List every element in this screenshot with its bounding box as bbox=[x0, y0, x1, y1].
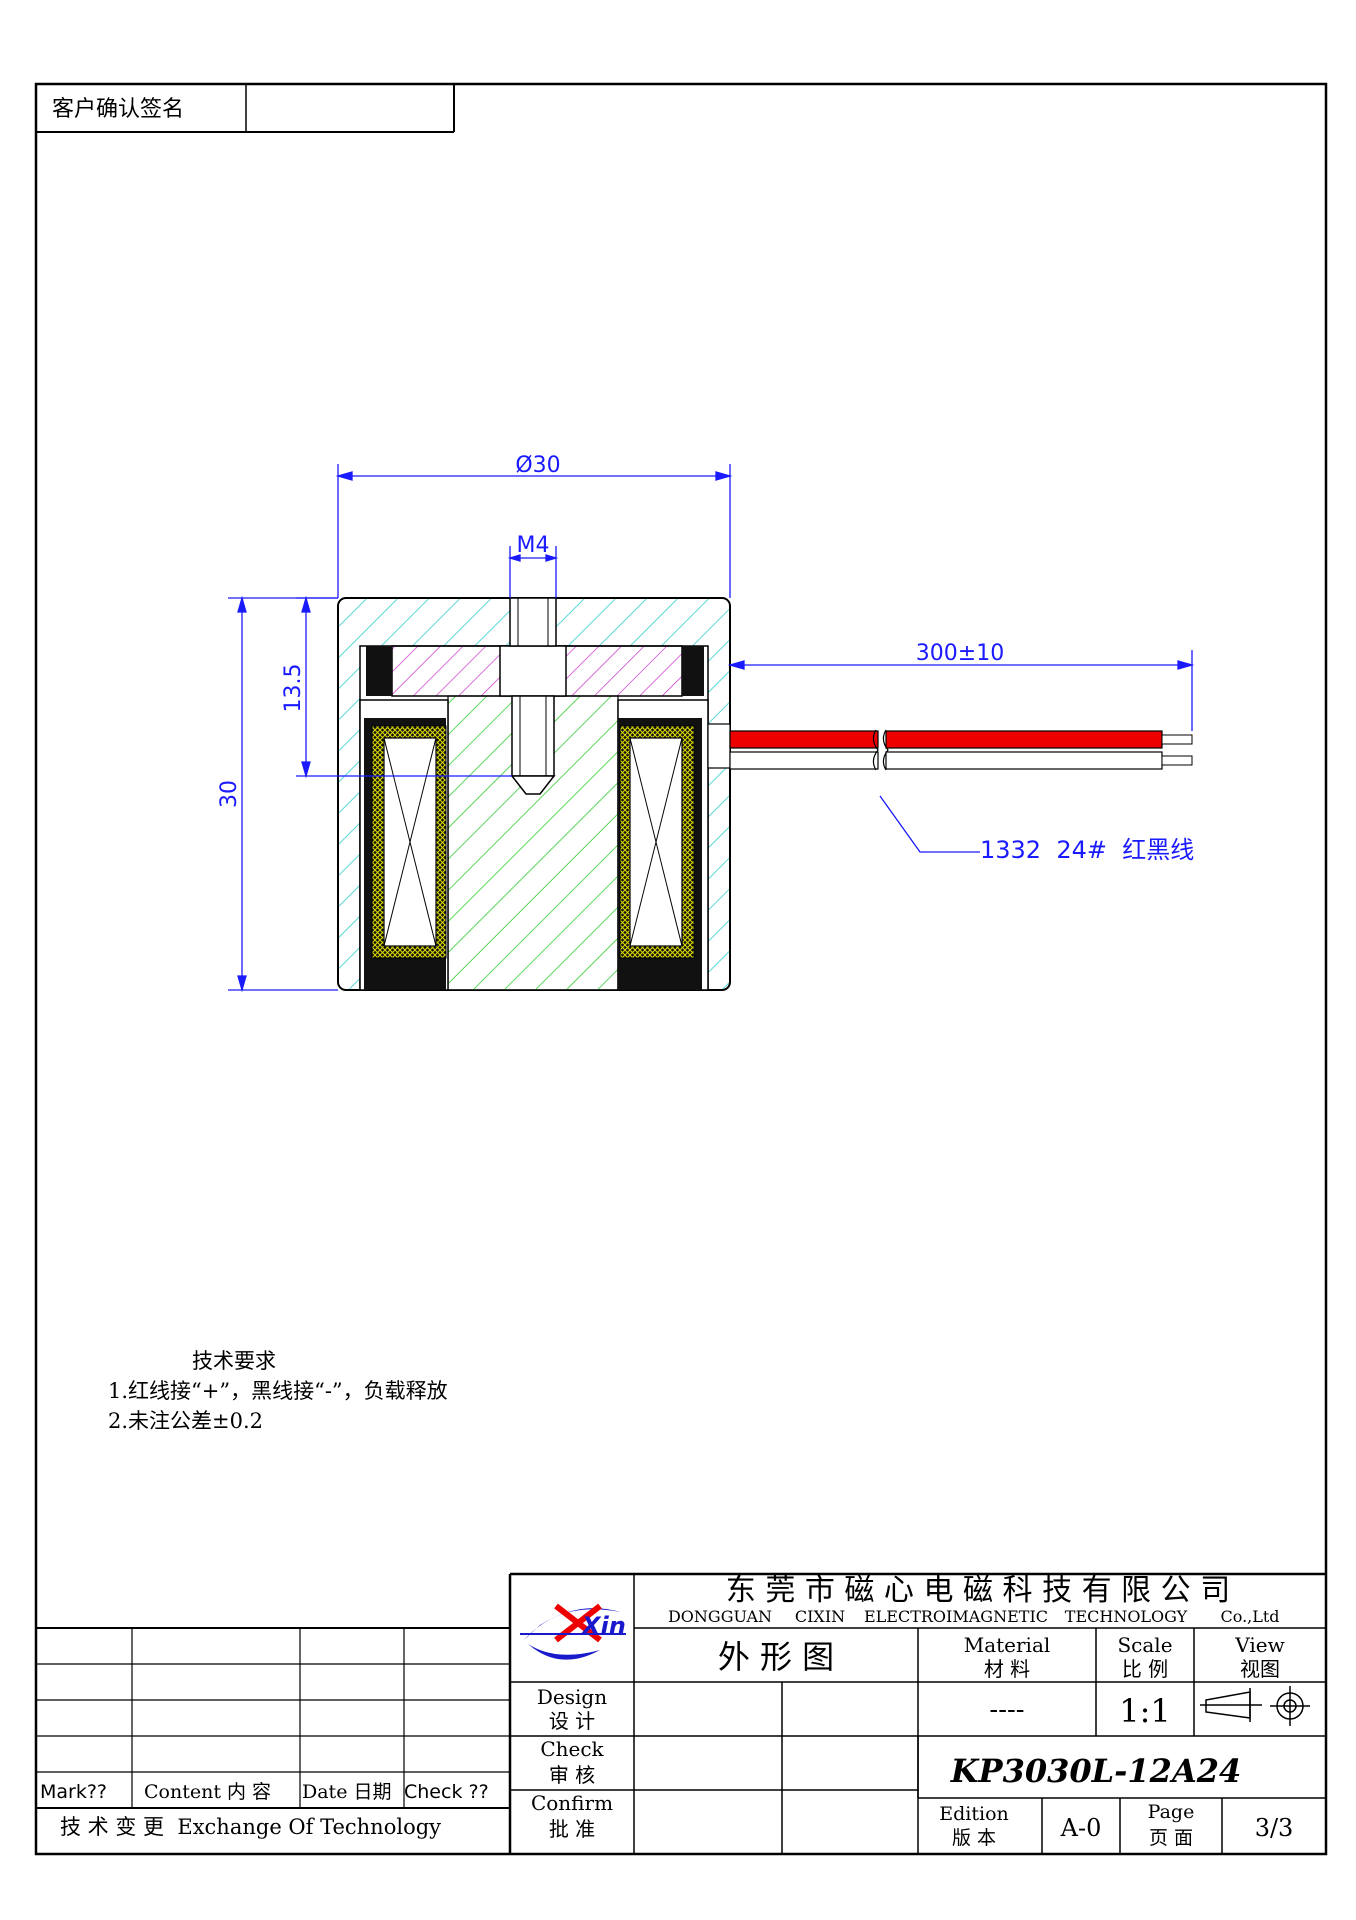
lead-wires bbox=[729, 729, 1193, 771]
change-header-check: Check ?? bbox=[404, 1781, 489, 1803]
view-label-en: View bbox=[1234, 1633, 1284, 1657]
edition-value: A-0 bbox=[1060, 1814, 1102, 1842]
company-en-4: TECHNOLOGY bbox=[1065, 1607, 1188, 1626]
company-en-3: ELECTROIMAGNETIC bbox=[864, 1607, 1048, 1626]
thread-label: M4 bbox=[517, 533, 550, 558]
wire-callout: 1332 24# 红黑线 bbox=[980, 836, 1194, 864]
solenoid-section-view bbox=[337, 597, 731, 991]
company-en-2: CIXIN bbox=[795, 1607, 845, 1626]
screw-shank bbox=[511, 695, 555, 777]
page-label-cn: 页 面 bbox=[1149, 1827, 1193, 1849]
stroke-depth-label: 13.5 bbox=[281, 664, 306, 713]
scale-label-en: Scale bbox=[1117, 1633, 1172, 1657]
dimension-lines bbox=[228, 464, 1195, 993]
change-header-content: Content 内 容 bbox=[144, 1781, 271, 1803]
lead-length-label: 300±10 bbox=[916, 641, 1004, 666]
projection-symbol-icon bbox=[1200, 1686, 1310, 1726]
confirm-label-en: Confirm bbox=[531, 1791, 613, 1815]
page-value: 3/3 bbox=[1255, 1814, 1294, 1842]
tech-requirements-heading: 技术要求 bbox=[192, 1349, 276, 1373]
tech-requirement-2: 2.未注公差±0.2 bbox=[108, 1409, 264, 1433]
design-label-en: Design bbox=[537, 1685, 607, 1709]
company-en-1: DONGGUAN bbox=[668, 1607, 772, 1626]
customer-confirm-box: 客户确认签名 bbox=[36, 84, 455, 133]
company-logo: Xin bbox=[520, 1603, 626, 1660]
sheet-border bbox=[34, 82, 1328, 1856]
material-label-en: Material bbox=[964, 1633, 1051, 1657]
company-name-cn: 东 莞 市 磁 心 电 磁 科 技 有 限 公 司 bbox=[726, 1573, 1230, 1608]
scale-label-cn: 比 例 bbox=[1122, 1657, 1168, 1681]
change-table-footer: 技 术 变 更 Exchange Of Technology bbox=[60, 1815, 441, 1839]
confirm-label-cn: 批 准 bbox=[549, 1817, 595, 1841]
height-label: 30 bbox=[217, 780, 242, 808]
design-label-cn: 设 计 bbox=[549, 1709, 595, 1733]
title-block bbox=[36, 1572, 1326, 1854]
material-label-cn: 材 料 bbox=[984, 1657, 1030, 1681]
diameter-label: Ø30 bbox=[515, 453, 560, 478]
change-header-date: Date 日期 bbox=[302, 1781, 391, 1803]
company-en-5: Co.,Ltd bbox=[1220, 1607, 1279, 1626]
page-label-en: Page bbox=[1148, 1801, 1195, 1823]
screw-head bbox=[509, 597, 557, 647]
tech-requirement-1: 1.红线接“+”，黑线接“-”，负载释放 bbox=[108, 1379, 448, 1403]
change-header-mark: Mark?? bbox=[40, 1781, 107, 1803]
material-value: ---- bbox=[989, 1695, 1024, 1725]
scale-value: 1:1 bbox=[1119, 1692, 1171, 1730]
check-label-en: Check bbox=[540, 1737, 604, 1761]
wire-exit bbox=[707, 723, 731, 769]
view-label-cn: 视图 bbox=[1240, 1657, 1280, 1681]
edition-label-cn: 版 本 bbox=[952, 1827, 996, 1849]
customer-confirm-label: 客户确认签名 bbox=[52, 97, 184, 122]
part-number: KP3030L-12A24 bbox=[950, 1752, 1242, 1790]
drawing-title: 外 形 图 bbox=[718, 1638, 834, 1676]
black-wire bbox=[729, 751, 879, 770]
check-label-cn: 审 核 bbox=[549, 1763, 595, 1787]
edition-label-en: Edition bbox=[939, 1803, 1009, 1825]
logo-text: Xin bbox=[580, 1612, 626, 1640]
red-wire bbox=[729, 730, 879, 749]
